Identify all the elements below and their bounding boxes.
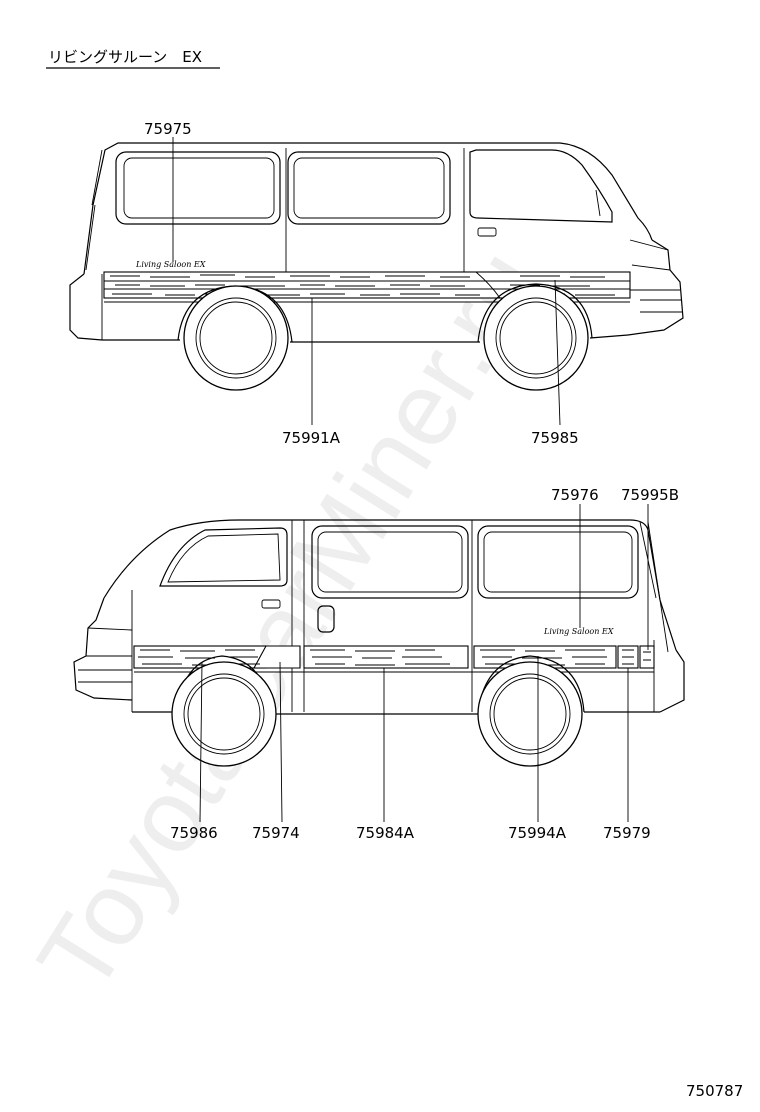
leader-75974 <box>279 661 283 823</box>
watermark: ToyotaCarMiner.ru <box>16 230 565 1012</box>
callout-75975: 75975 <box>144 120 192 138</box>
page-number: 750787 <box>686 1082 743 1100</box>
callout-75979: 75979 <box>603 824 651 842</box>
callout-75994A: 75994A <box>508 824 567 842</box>
callout-75985: 75985 <box>531 429 579 447</box>
callout-75995B: 75995B <box>621 486 679 504</box>
callout-75974: 75974 <box>252 824 300 842</box>
callout-75976: 75976 <box>551 486 599 504</box>
upper-van-drawing <box>69 142 684 391</box>
leader-75986 <box>199 661 203 823</box>
lower-emblem: Living Saloon EX <box>543 627 614 636</box>
diagram-title: リビングサルーン EX <box>48 48 202 66</box>
upper-emblem: Living Saloon EX <box>135 260 206 269</box>
callout-75991A: 75991A <box>282 429 341 447</box>
leader-75985 <box>554 279 561 426</box>
lower-van-drawing <box>73 519 685 767</box>
callout-75984A: 75984A <box>356 824 415 842</box>
callout-75986: 75986 <box>170 824 218 842</box>
